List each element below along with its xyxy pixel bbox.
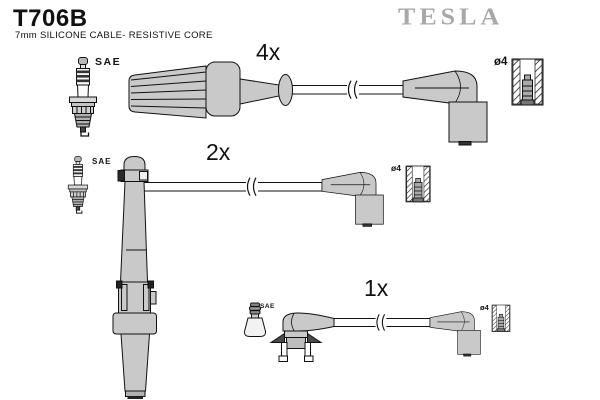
brand-logo: TESLA <box>398 2 504 31</box>
elbow-boot-icon <box>429 311 481 357</box>
quantity-label-row3: 1x <box>364 275 389 301</box>
diameter-label-row1: ø4 <box>494 56 508 68</box>
elbow-boot-icon <box>321 171 384 227</box>
sae-label-row2: SAE <box>92 157 112 166</box>
bracket-elbow-boot-icon <box>269 312 335 362</box>
elbow-boot-icon <box>402 70 488 146</box>
terminal-cross-section-icon <box>491 304 511 332</box>
terminal-cross-section-icon <box>405 165 431 203</box>
quantity-label-row1: 4x <box>256 39 281 65</box>
quantity-label-row2: 2x <box>206 139 231 165</box>
vertical-coil-boot-icon <box>112 155 157 399</box>
row-4x-drawing <box>68 56 544 146</box>
sae-label-row3: SAE <box>260 303 275 310</box>
row-2x-drawing <box>67 155 431 399</box>
small-terminal-icon <box>243 302 267 337</box>
diameter-label-row2: ø4 <box>391 163 401 173</box>
spark-plug-icon <box>68 56 98 137</box>
cable-break-icon <box>346 80 360 100</box>
terminal-cross-section-icon <box>511 58 544 106</box>
row-1x-drawing <box>243 302 511 362</box>
cable-break-icon <box>245 177 259 197</box>
spark-plug-icon <box>67 156 89 214</box>
diameter-label-row3: ø4 <box>480 303 489 312</box>
ribbed-straight-boot-icon <box>128 61 293 119</box>
sae-label-row1: SAE <box>95 56 122 68</box>
part-number: T706B <box>13 5 88 32</box>
cable-break-icon <box>375 313 387 332</box>
cable-row2 <box>142 182 323 192</box>
subtitle: 7mm SILICONE CABLE- RESISTIVE CORE <box>15 30 213 41</box>
